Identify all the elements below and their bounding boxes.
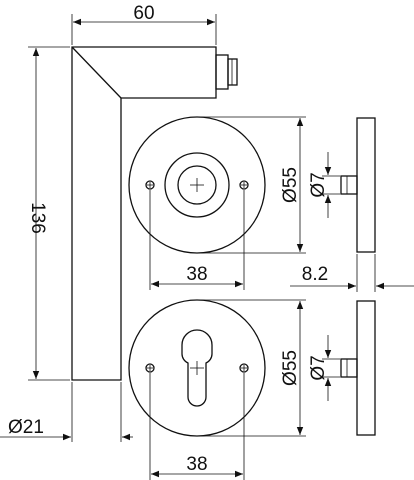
dimension-screw-spacing-bottom: 38 [149,373,245,480]
dimension-rose-diameter-top: Ø55 [199,116,306,254]
rose-bottom [128,299,266,437]
label-136: 136 [27,202,48,234]
label-d7-top: Ø7 [308,172,329,197]
dimension-spindle-diameter-bottom: Ø7 [308,335,340,401]
label-60: 60 [133,3,154,24]
dimension-screw-spacing-top: 38 [149,190,245,290]
dimension-handle-height: 136 [27,46,70,381]
label-8-2: 8.2 [302,264,328,285]
rose-bottom-side [340,300,376,436]
dimension-handle-diameter: Ø21 [0,382,133,442]
label-d55-top: Ø55 [280,167,301,203]
rose-top [128,116,266,254]
dimension-handle-length: 60 [71,3,217,45]
label-d7-bottom: Ø7 [308,355,329,380]
dimension-rose-thickness: 8.2 [290,254,414,292]
rose-top-side [340,117,376,253]
label-38-bottom: 38 [186,454,207,475]
dimension-spindle-diameter-top: Ø7 [308,152,340,218]
label-d21: Ø21 [8,417,44,438]
label-d55-bottom: Ø55 [280,350,301,386]
label-38-top: 38 [186,264,207,285]
lever-handle [71,46,238,381]
dimension-rose-diameter-bottom: Ø55 [199,299,306,437]
